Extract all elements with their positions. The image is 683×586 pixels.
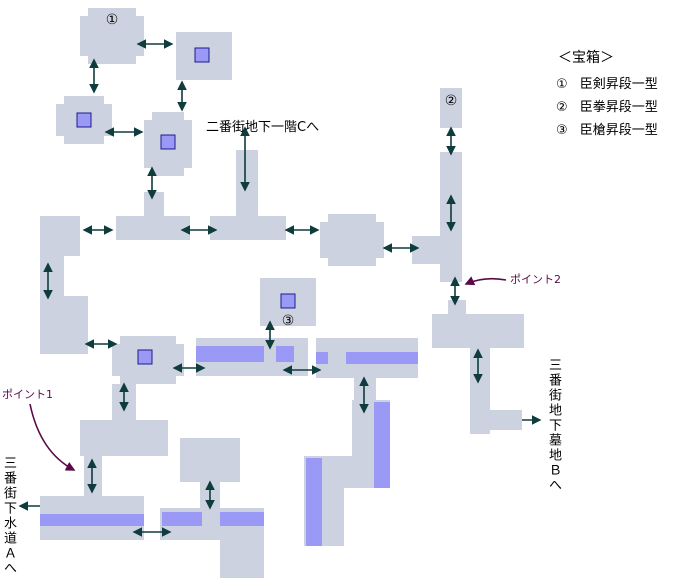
chest-icon — [160, 134, 176, 150]
legend-marker: ② — [556, 100, 568, 115]
chest-icon — [194, 47, 210, 63]
chest-2-marker: ② — [445, 93, 458, 109]
chest-icon — [137, 349, 153, 365]
chest-markers — [76, 47, 296, 365]
point1-label: ポイント1 — [2, 388, 53, 401]
chest-icon — [76, 112, 92, 128]
legend-marker: ③ — [556, 123, 568, 138]
legend-item-1: ① 臣剣昇段一型 — [556, 73, 658, 92]
exit-north-label: 二番街地下一階Cへ — [206, 120, 320, 135]
chest-1-marker: ① — [106, 12, 119, 28]
legend-title: ＜宝箱＞ — [558, 50, 614, 66]
water-channels — [40, 346, 418, 546]
legend-text: 臣拳昇段一型 — [579, 100, 658, 115]
legend-item-2: ② 臣拳昇段一型 — [556, 96, 658, 115]
connection-arrows — [18, 39, 542, 537]
legend-marker: ① — [556, 77, 568, 92]
point-arrows — [29, 276, 507, 471]
exit-west-label: 三番街下水道Ａへ — [1, 456, 16, 576]
exit-east-label: 三番街地下墓地Ｂへ — [546, 358, 561, 493]
legend-item-3: ③ 臣槍昇段一型 — [556, 119, 658, 138]
point2-label: ポイント2 — [510, 273, 561, 286]
legend-text: 臣槍昇段一型 — [579, 123, 658, 138]
chest-3-marker: ③ — [282, 313, 295, 329]
legend-text: 臣剣昇段一型 — [579, 77, 658, 92]
chest-icon — [280, 293, 296, 309]
